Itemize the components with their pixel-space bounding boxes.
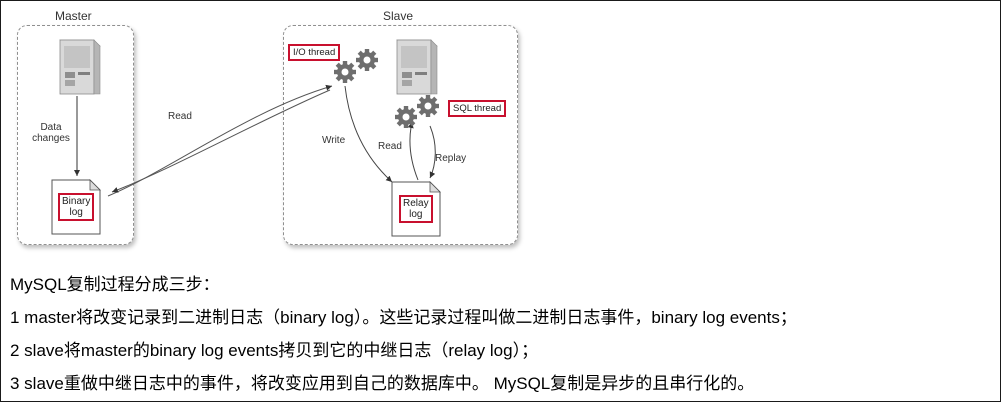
gear-icon	[334, 61, 356, 83]
server-icon	[396, 39, 438, 95]
read-label-slave: Read	[378, 141, 402, 152]
binary-log-label: Binary log	[58, 193, 95, 221]
sql-thread-label: SQL thread	[448, 100, 507, 117]
binary-log-line1: Binary	[62, 196, 91, 207]
slave-title: Slave	[383, 9, 414, 23]
step-2-text: 2 slave将master的binary log events拷贝到它的中继日…	[10, 341, 539, 360]
gear-icon	[417, 95, 439, 117]
replay-label: Replay	[435, 153, 467, 164]
relay-log-line1: Relay	[403, 198, 429, 209]
replay-arrow	[429, 125, 436, 179]
gear-icon	[395, 106, 417, 128]
data-changes-label: Data changes	[28, 122, 74, 144]
diagram-arrows	[74, 49, 439, 197]
step-3-text: 3 slave重做中继日志中的事件，将改变应用到自己的数据库中。 MySQL复制…	[10, 374, 755, 393]
write-arrow	[344, 85, 393, 183]
read-arrow-slave	[407, 121, 419, 181]
server-icon	[59, 39, 101, 95]
read-arrow-master	[107, 84, 333, 197]
relay-log-label: Relay log	[399, 195, 433, 223]
data-changes-line2: changes	[32, 133, 70, 144]
relay-log-line2: log	[409, 209, 423, 220]
data-changes-line1: Data	[40, 122, 62, 133]
read-label-master: Read	[168, 111, 192, 122]
binary-log-line2: log	[69, 207, 83, 218]
master-title: Master	[55, 9, 92, 23]
write-label: Write	[322, 135, 346, 146]
step-1-text: 1 master将改变记录到二进制日志（binary log）。这些记录过程叫做…	[10, 308, 797, 327]
heading-text: MySQL复制过程分成三步：	[10, 275, 220, 294]
io-thread-label: I/O thread	[288, 44, 341, 61]
read-arrow-master-back	[111, 89, 331, 193]
gear-icon	[356, 49, 378, 71]
